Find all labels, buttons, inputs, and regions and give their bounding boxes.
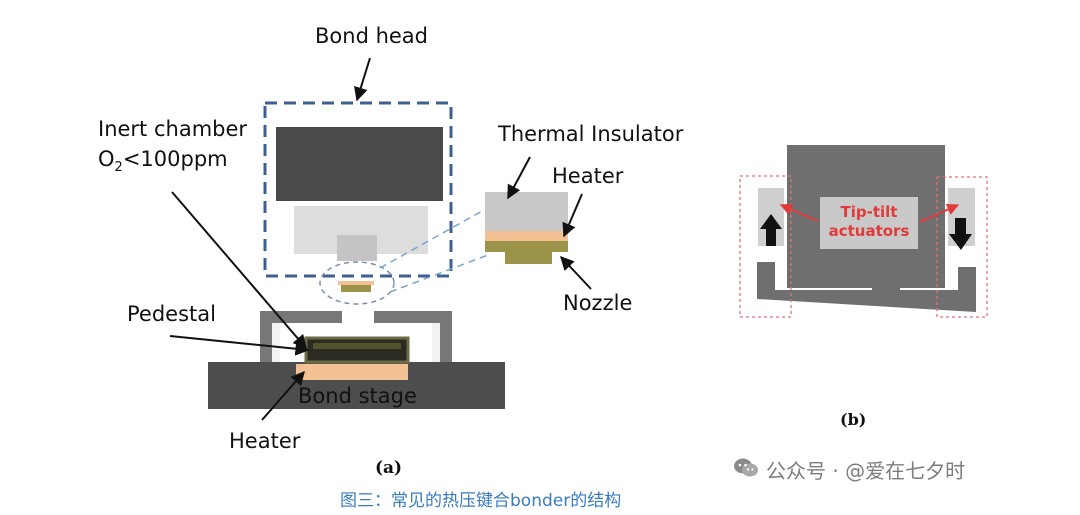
arrow-heater-bottom: [261, 370, 305, 421]
label-heater-bottom: Heater: [229, 429, 301, 453]
arrow-inert-chamber: [171, 191, 307, 350]
label-nozzle: Nozzle: [563, 291, 633, 315]
bond-head-dark-block: [276, 127, 443, 201]
tilt-base-frame: [757, 262, 976, 312]
label-o2-ppm: O2<100ppm: [98, 147, 228, 176]
tip-tilt-line2: actuators: [828, 222, 910, 240]
inert-chamber-inner-right: [432, 323, 440, 364]
tip-tilt-label-bg: [820, 197, 918, 249]
label-thermal-insulator: Thermal Insulator: [498, 122, 684, 146]
bond-head-small-heater: [338, 281, 374, 285]
red-arrow-right: [919, 203, 960, 223]
inert-chamber-right-wall: [374, 311, 452, 364]
o2-suffix: <100ppm: [122, 147, 228, 171]
tilt-left-actuator-box: [739, 175, 792, 318]
bond-stage-heater: [296, 364, 408, 380]
down-arrow-icon: [949, 218, 972, 250]
zoom-ellipse: [319, 261, 395, 305]
arrow-thermal-insulator: [507, 156, 531, 200]
label-bond-stage: Bond stage: [298, 384, 417, 408]
pedestal-highlight: [313, 343, 401, 349]
pedestal: [304, 336, 410, 364]
arrow-pedestal: [169, 335, 310, 356]
bond-head-small-nozzle: [341, 285, 371, 292]
up-arrow-icon: [760, 214, 782, 246]
o2-prefix: O: [98, 147, 115, 171]
arrow-nozzle: [560, 255, 592, 290]
tilt-right-actuator-box: [936, 176, 988, 318]
zoom-line-top: [379, 209, 485, 269]
caption-a: (a): [375, 458, 403, 478]
o2-subscript: 2: [114, 160, 123, 176]
label-bond-head: Bond head: [315, 24, 428, 48]
nozzle-zoom: [485, 241, 568, 264]
zoom-line-bottom: [389, 254, 489, 293]
tip-tilt-line1: Tip-tilt: [840, 203, 898, 221]
label-tip-tilt-actuators: Tip-tilt actuators: [820, 203, 918, 241]
label-heater-right: Heater: [552, 164, 624, 188]
wechat-icon: [733, 457, 758, 477]
caption-b: (b): [840, 410, 867, 429]
label-inert-chamber: Inert chamber: [98, 117, 248, 141]
heater-strip-zoom: [485, 231, 568, 241]
inert-chamber-inner-left: [272, 323, 280, 364]
arrow-bond-head: [354, 57, 371, 102]
bond-head-dashed-box: [263, 101, 453, 278]
thermal-insulator-block: [485, 192, 568, 231]
label-pedestal: Pedestal: [127, 302, 216, 326]
watermark-text: 公众号 · @爱在七夕时: [766, 459, 966, 483]
bond-head-stem: [337, 235, 377, 261]
inert-chamber-left-wall: [260, 311, 342, 364]
red-arrow-left: [779, 203, 819, 222]
figure-caption: 图三：常见的热压键合bonder的结构: [340, 491, 622, 511]
arrow-heater-right: [562, 193, 583, 238]
